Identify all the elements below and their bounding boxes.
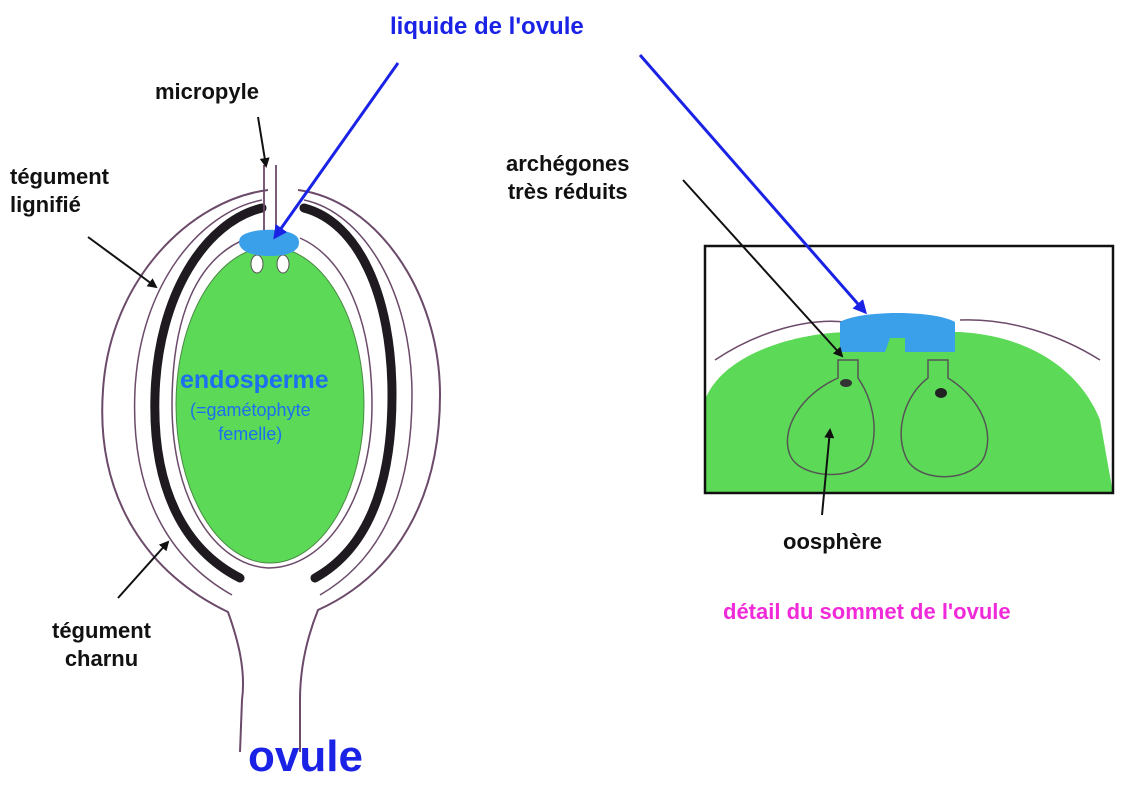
label-detail: détail du sommet de l'ovule	[723, 598, 1011, 626]
arrow-tegument-charnu	[118, 542, 168, 598]
liquide-droplet	[239, 230, 299, 256]
archegone-small-right	[277, 255, 289, 273]
archegone-small-left	[251, 255, 263, 273]
label-oosphere: oosphère	[783, 528, 882, 556]
arrow-liquide-right	[640, 55, 865, 312]
arrow-archegones	[683, 180, 842, 356]
oosphere-nucleus-left	[840, 379, 852, 387]
label-ovule: ovule	[248, 733, 363, 781]
label-liquide: liquide de l'ovule	[390, 12, 584, 42]
arrow-liquide-left	[275, 63, 398, 237]
detail-endosperme	[690, 332, 1113, 493]
micropyle-canal	[264, 165, 276, 235]
oosphere-nucleus-right	[935, 388, 947, 398]
label-tegument-lignifie: tégument lignifié	[10, 163, 109, 218]
detail-inset	[690, 246, 1113, 493]
label-archegones: archégones très réduits	[506, 150, 630, 205]
arrow-micropyle	[258, 117, 266, 166]
label-endosperme: endosperme	[180, 365, 329, 396]
label-gametophyte: (=gamétophyte femelle)	[190, 398, 311, 447]
label-micropyle: micropyle	[155, 78, 259, 106]
ovule-section	[102, 165, 440, 752]
arrow-tegument-lignifie	[88, 237, 156, 287]
label-tegument-charnu: tégument charnu	[52, 617, 151, 672]
